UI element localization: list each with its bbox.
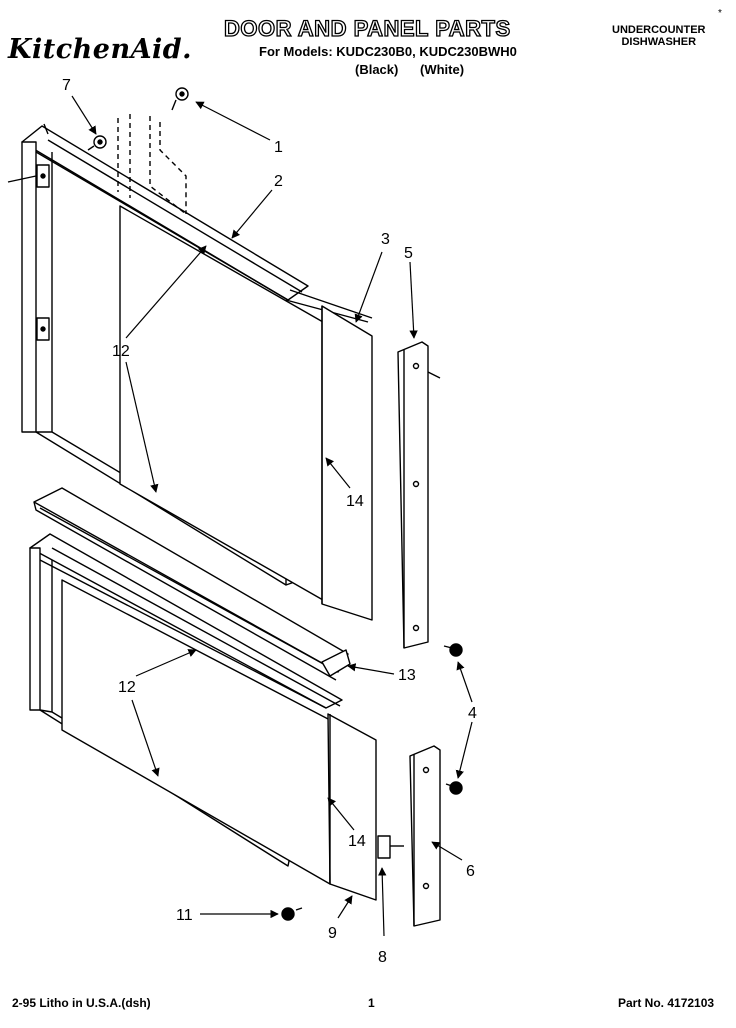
product-type: UNDERCOUNTER DISHWASHER (612, 24, 706, 48)
screw-7 (87, 135, 107, 151)
callout-14-upper: 14 (346, 493, 364, 510)
brand-logo: KitchenAid. (8, 34, 193, 65)
callout-4: 4 (468, 705, 477, 722)
screw-4-upper (443, 643, 463, 657)
upper-hinge-bracket (117, 114, 187, 215)
callout-5: 5 (404, 245, 413, 262)
variant-black-label: (Black) (355, 62, 399, 77)
callout-1: 1 (274, 139, 283, 156)
callout-14-lower: 14 (348, 833, 366, 850)
screw-4-lower (445, 781, 463, 795)
screw-11 (281, 907, 303, 921)
models-line: For Models: KUDC230B0, KUDC230BWH0 (259, 44, 517, 59)
page-title: DOOR AND PANEL PARTS (223, 15, 511, 41)
callout-2: 2 (274, 173, 283, 190)
footer-page-number: 1 (368, 996, 375, 1010)
callout-13: 13 (398, 667, 416, 684)
upper-side-trim (397, 341, 441, 649)
callout-3: 3 (381, 231, 390, 248)
footer-part-number: Part No. 4172103 (618, 996, 715, 1010)
lower-side-trim (409, 745, 441, 927)
corner-mark: * (718, 8, 722, 19)
callout-labels: 1 2 3 5 7 12 14 13 12 4 14 6 11 9 8 (62, 77, 477, 966)
product-type-line1: UNDERCOUNTER (612, 24, 706, 36)
product-type-line2: DISHWASHER (621, 36, 697, 48)
callout-8: 8 (378, 949, 387, 966)
leader-lines (71, 95, 473, 937)
callout-12-lower: 12 (118, 679, 136, 696)
lower-decorative-panel (327, 713, 404, 901)
callout-7: 7 (62, 77, 71, 94)
callout-9: 9 (328, 925, 337, 942)
callout-6: 6 (466, 863, 475, 880)
upper-decorative-panel (321, 305, 373, 621)
callout-12-upper: 12 (112, 343, 130, 360)
vent-strip (33, 487, 351, 681)
screw-top (171, 87, 189, 111)
footer-litho: 2-95 Litho in U.S.A.(dsh) (12, 996, 151, 1010)
callout-11: 11 (176, 907, 193, 924)
variant-white-label: (White) (420, 62, 465, 77)
